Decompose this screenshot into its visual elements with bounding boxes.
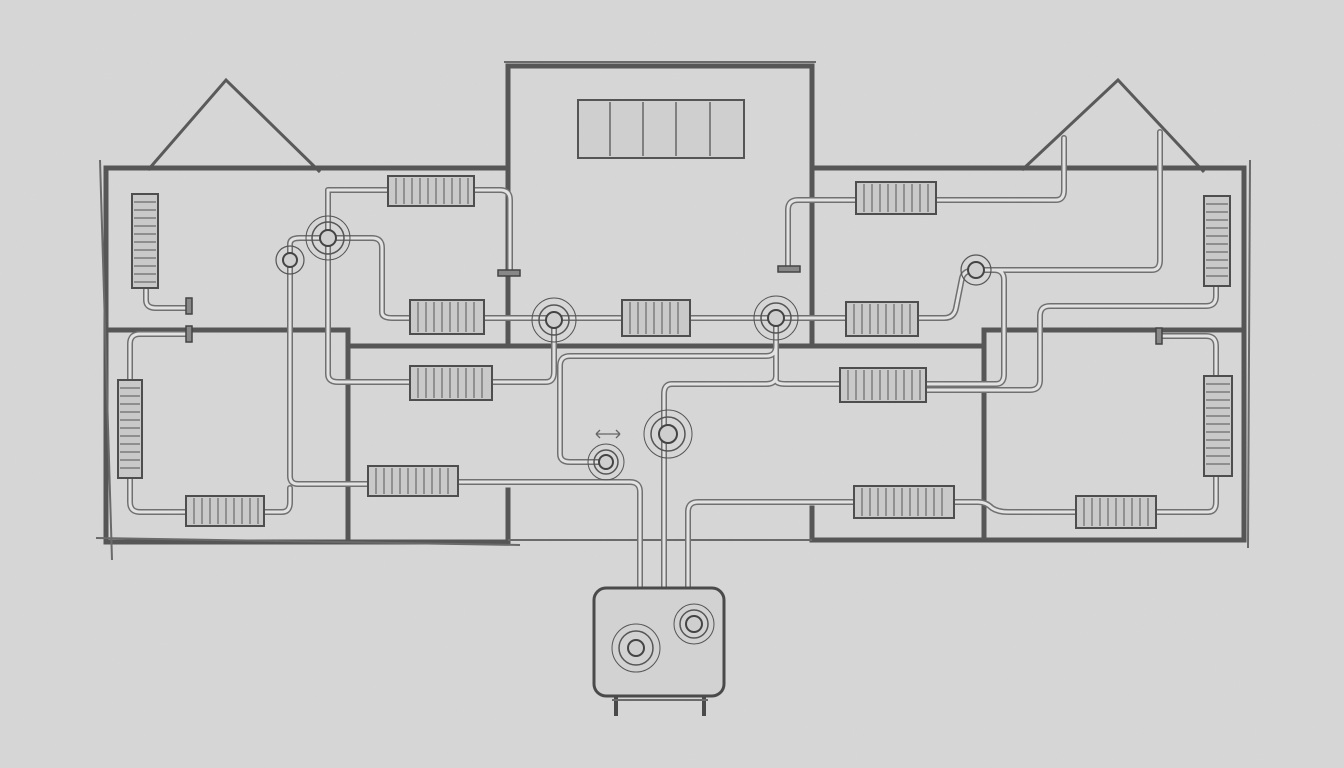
pipe-highlight xyxy=(472,188,512,274)
boiler-valve-ring xyxy=(611,623,661,673)
radiator-left-lower-vertical xyxy=(117,379,143,479)
radiator-center-row2-left xyxy=(409,365,493,401)
pipe-end-cap xyxy=(1155,327,1163,345)
radiator-bottom-right xyxy=(1075,495,1157,529)
valve-icon xyxy=(960,254,992,286)
radiator-center-row3-right xyxy=(853,485,955,519)
pipe-highlight xyxy=(1158,334,1218,378)
radiator-center-row2-right xyxy=(839,367,927,403)
roof-left-gable xyxy=(146,77,322,174)
tower-window xyxy=(577,99,745,159)
pipe-highlight xyxy=(974,130,1162,272)
sketch-overshoot xyxy=(95,537,521,546)
pipe-highlight xyxy=(662,344,778,434)
pipe-end-cap xyxy=(777,265,801,273)
pipe-highlight xyxy=(558,316,778,464)
pipe-highlight xyxy=(456,480,642,648)
radiator-center-row1-middle xyxy=(621,299,691,337)
pipe-highlight xyxy=(1154,474,1218,514)
radiators xyxy=(117,175,1233,529)
pipe-highlight xyxy=(934,136,1066,202)
radiator-right-upper-vertical xyxy=(1203,195,1231,287)
pipe-end-cap xyxy=(185,297,193,315)
sketch-overshoot xyxy=(1247,159,1251,549)
radiator-center-row3-left xyxy=(367,465,459,497)
pipe-highlight xyxy=(288,236,330,262)
sketch-overshoot xyxy=(99,159,113,561)
boiler-valve-ring xyxy=(673,603,715,645)
valve-icon xyxy=(305,215,351,261)
roof-right-gable xyxy=(1020,77,1206,174)
valve-icon xyxy=(531,297,577,343)
valve-icon xyxy=(587,443,625,481)
boiler-valve-ring xyxy=(679,609,709,639)
radiator-bottom-left xyxy=(185,495,265,527)
boiler-valve-icon xyxy=(685,615,703,633)
radiator-top-right xyxy=(855,181,937,215)
boiler-valve-ring xyxy=(618,630,654,666)
flow-arrow-icon xyxy=(595,429,621,439)
pipe-highlight xyxy=(144,288,190,310)
radiator-right-lower-vertical xyxy=(1203,375,1233,477)
pipe-network xyxy=(127,129,1219,649)
valve-icon xyxy=(643,409,693,459)
boiler-unit xyxy=(592,586,726,716)
pipe-highlight xyxy=(128,476,190,514)
radiator-center-row1-left xyxy=(409,299,485,335)
pipe-highlight xyxy=(686,500,858,626)
pipe-highlight xyxy=(490,318,556,384)
wall-left-wing xyxy=(103,165,511,545)
pipe-end-cap xyxy=(185,325,193,343)
valve-icon xyxy=(275,245,305,275)
valve-icon xyxy=(753,295,799,341)
radiator-left-upper-vertical xyxy=(131,193,159,289)
pipe-highlight xyxy=(326,236,412,384)
pipe-end-cap xyxy=(497,269,521,277)
pipe-highlight xyxy=(326,236,412,320)
radiator-top-center-left xyxy=(387,175,475,207)
pipe-highlight xyxy=(288,258,370,486)
pipe-highlight xyxy=(924,284,1218,392)
pipe-highlight xyxy=(262,486,292,514)
boiler-valve-icon xyxy=(627,639,645,657)
pipe-highlight xyxy=(952,500,1080,514)
radiator-center-row1-right xyxy=(845,301,919,337)
pipe-highlight xyxy=(128,332,190,382)
pipe-highlight xyxy=(786,198,858,270)
pipe-highlight xyxy=(924,268,1006,386)
